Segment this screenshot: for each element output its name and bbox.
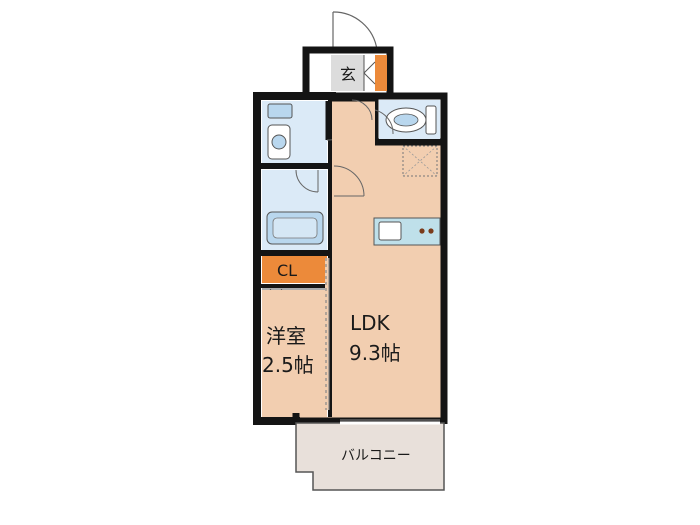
bathroom bbox=[262, 169, 327, 252]
closet-label: CL bbox=[277, 261, 297, 280]
shoe-cabinet bbox=[375, 55, 387, 91]
genkan: 玄 bbox=[302, 46, 394, 100]
entrance-door bbox=[332, 11, 378, 51]
washroom bbox=[262, 101, 351, 164]
ldk-size: 9.3帖 bbox=[349, 341, 401, 365]
sink-icon bbox=[378, 221, 402, 241]
fridge-space bbox=[402, 145, 438, 177]
balcony: バルコニー bbox=[295, 419, 445, 491]
western-room-size: 2.5帖 bbox=[262, 353, 314, 377]
hallway bbox=[332, 98, 375, 142]
ldk: LDK 9.3帖 bbox=[292, 138, 448, 425]
balcony-label: バルコニー bbox=[341, 448, 411, 464]
ldk-name: LDK bbox=[350, 311, 391, 335]
washbasin-icon bbox=[267, 103, 293, 119]
western-room-name: 洋室 bbox=[266, 324, 306, 348]
toilet bbox=[374, 100, 440, 139]
genkan-label: 玄 bbox=[340, 65, 356, 84]
western-room: 洋室 2.5帖 bbox=[262, 290, 327, 417]
stove-icon bbox=[419, 228, 425, 234]
closet: CL bbox=[262, 256, 327, 299]
